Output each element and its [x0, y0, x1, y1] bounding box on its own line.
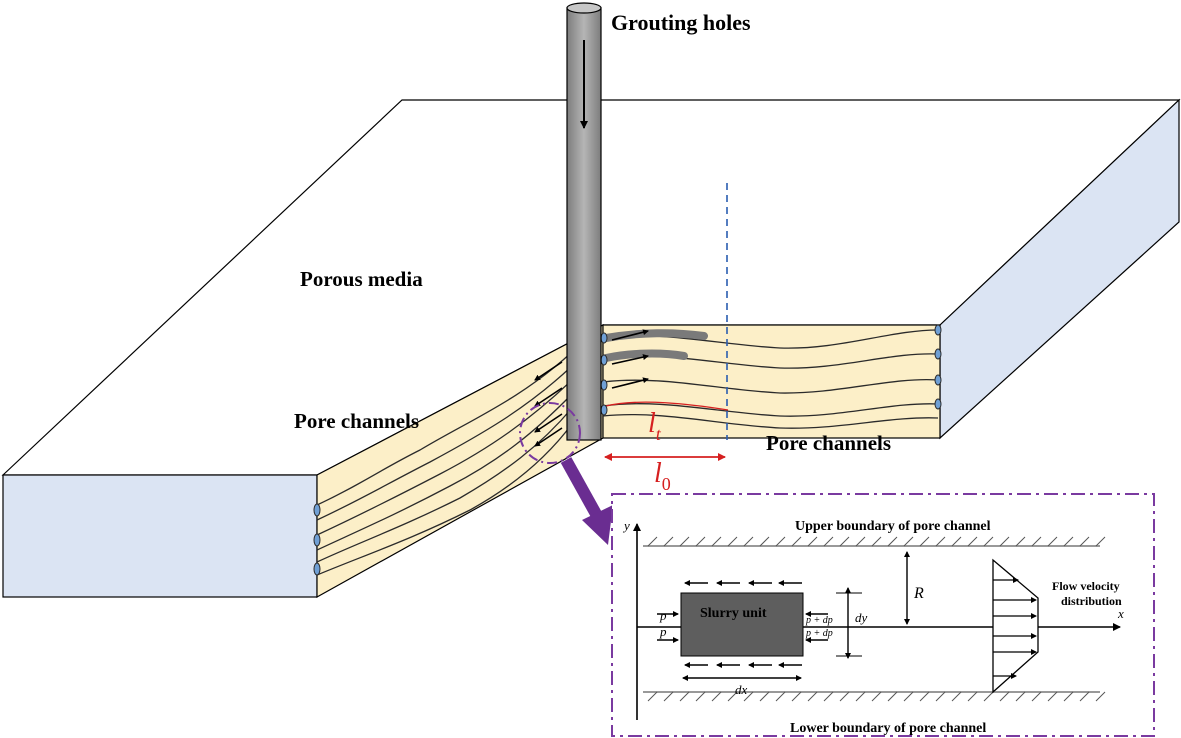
flow-arrows-left — [534, 361, 563, 447]
grout-fill — [602, 329, 708, 362]
lower-boundary-label: Lower boundary of pore channel — [790, 721, 986, 736]
upper-boundary-label: Upper boundary of pore channel — [795, 519, 991, 534]
dy-label: dy — [855, 610, 868, 625]
dx-label: dx — [735, 682, 748, 697]
flow-distribution-label: distribution — [1061, 594, 1122, 608]
hatch-lower — [647, 691, 1106, 702]
zoom-arrow — [560, 457, 613, 545]
zoom-circle — [519, 402, 581, 464]
pore-channel-openings-right — [600, 324, 942, 416]
flow-velocity-label: Flow velocity — [1052, 579, 1120, 593]
y-axis-label: y — [622, 518, 630, 533]
p-dp-top-label: p + dp — [805, 615, 833, 626]
slurry-unit-box — [680, 592, 804, 657]
block-left-front-face — [2, 474, 318, 598]
grouting-pipe-top — [566, 2, 602, 14]
hatch-upper — [647, 536, 1106, 547]
pore-channels-right-label: Pore channels — [766, 431, 891, 455]
velocity-arrows — [993, 577, 1037, 679]
shear-arrows — [684, 580, 802, 668]
velocity-profile — [992, 558, 1039, 694]
grouting-holes-label: Grouting holes — [611, 10, 751, 35]
pore-channels-left-label: Pore channels — [294, 409, 419, 433]
pore-channels-left-group — [316, 351, 573, 576]
porous-media-label: Porous media — [300, 267, 423, 291]
slurry-unit-label: Slurry unit — [700, 606, 767, 621]
l0-label: l0 — [654, 458, 671, 494]
flow-arrows-right — [611, 329, 649, 389]
lt-label: lt — [648, 408, 662, 444]
inset-panel: Upper boundary of pore channel Lower bou… — [611, 493, 1155, 737]
p-top-label: p — [659, 608, 667, 623]
p-dp-bottom-label: p + dp — [805, 628, 833, 639]
p-bottom-label: p — [659, 624, 667, 639]
grout-front-red — [605, 401, 729, 411]
x-axis-label: x — [1117, 606, 1124, 621]
r-label: R — [913, 585, 924, 602]
pressure-arrows — [657, 611, 828, 643]
